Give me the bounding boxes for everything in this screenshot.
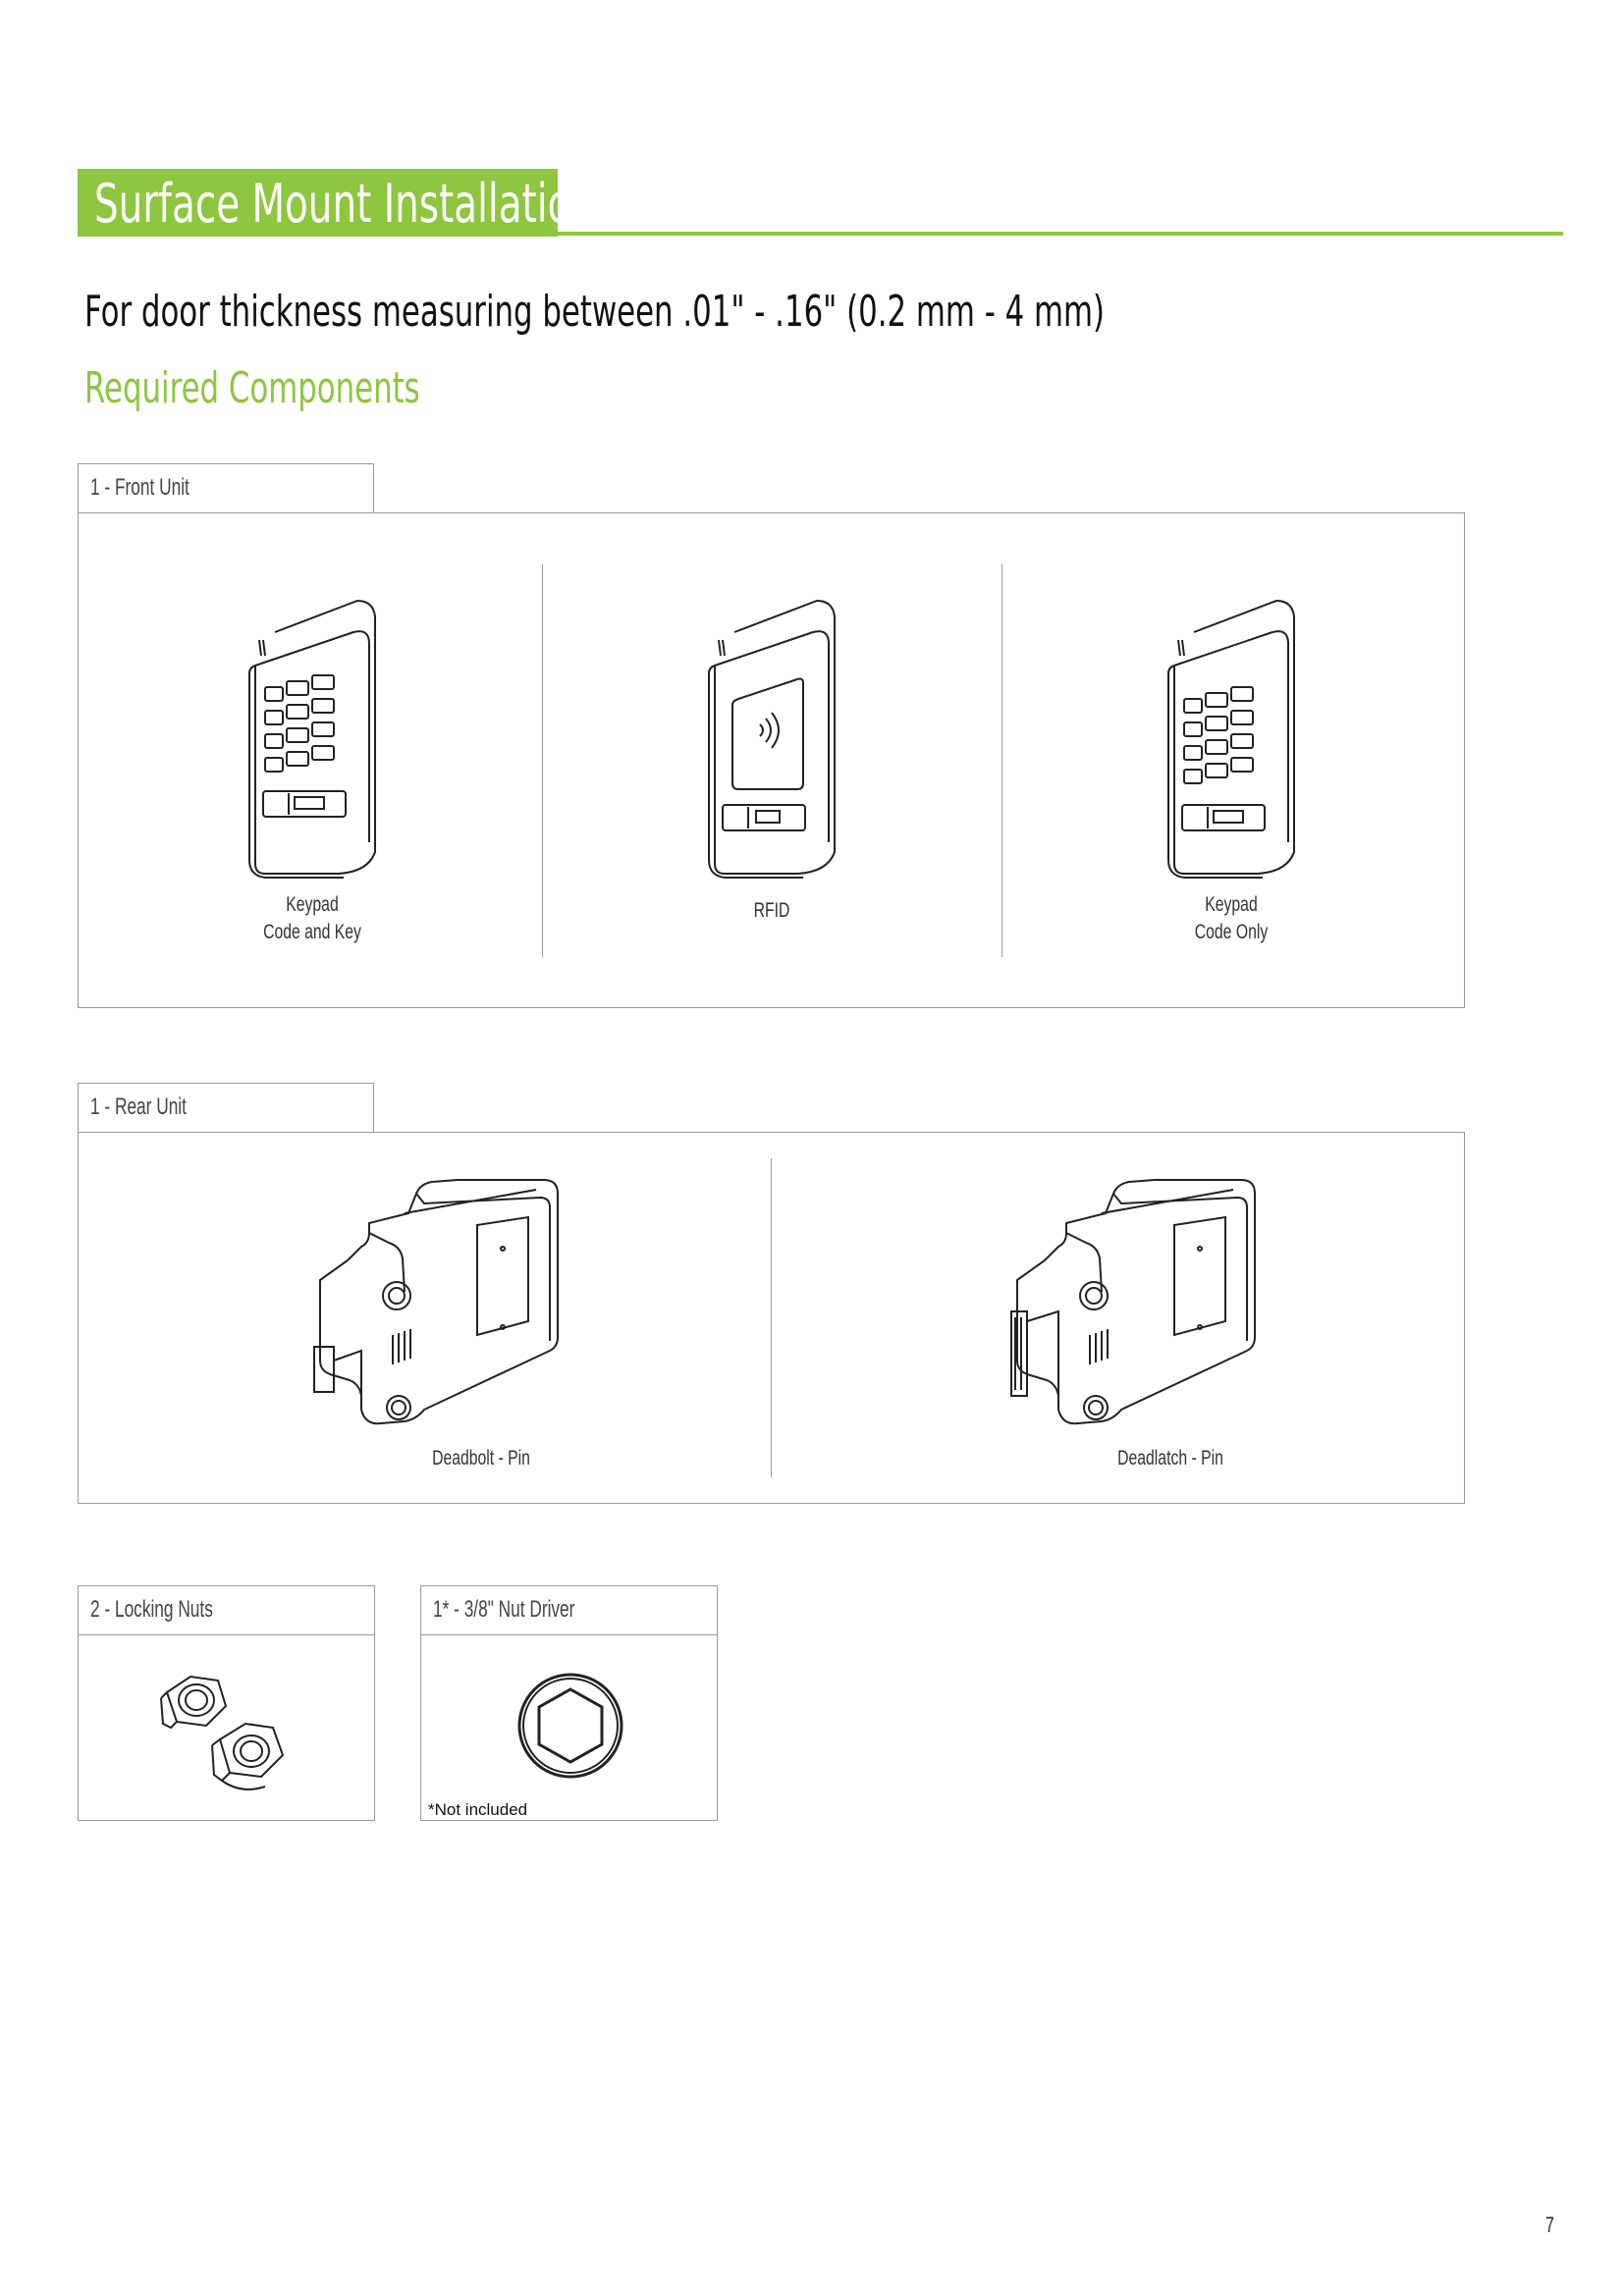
page-number: 7 <box>1545 2213 1554 2237</box>
deadbolt-lock-body-illustration <box>313 1179 559 1425</box>
front-unit-label: 1 - Front Unit <box>90 474 189 501</box>
hex-nut-illustration <box>160 1675 285 1790</box>
section-title: Surface Mount Installation <box>94 173 596 235</box>
front-unit-divider-2 <box>1001 564 1002 957</box>
nut-driver-panel <box>420 1634 718 1821</box>
rear-item-1-caption: Deadbolt - Pin <box>432 1445 530 1472</box>
front-item-3-caption: Keypad Code Only <box>1195 891 1268 946</box>
keypad-code-and-key-illustration <box>248 599 376 879</box>
front-item-1-line1: Keypad <box>286 893 339 916</box>
hex-socket-illustration <box>517 1673 623 1779</box>
front-item-3-line1: Keypad <box>1205 893 1258 916</box>
locking-nuts-label: 2 - Locking Nuts <box>90 1596 213 1623</box>
locking-nuts-panel <box>78 1634 375 1821</box>
rear-unit-tab: 1 - Rear Unit <box>78 1083 374 1134</box>
rear-item-2-line1: Deadlatch - Pin <box>1117 1447 1223 1469</box>
rear-item-1-line1: Deadbolt - Pin <box>432 1447 530 1469</box>
rfid-reader-illustration <box>708 599 836 879</box>
keypad-code-only-illustration <box>1167 599 1295 879</box>
front-item-3-line2: Code Only <box>1194 921 1269 943</box>
section-header-rule <box>558 232 1563 236</box>
required-components-heading: Required Components <box>84 363 420 413</box>
nut-driver-label: 1* - 3/8" Nut Driver <box>433 1596 575 1623</box>
locking-nuts-tab: 2 - Locking Nuts <box>78 1585 375 1636</box>
front-item-1-caption: Keypad Code and Key <box>263 891 361 946</box>
section-header-band <box>78 169 558 237</box>
nut-driver-tab: 1* - 3/8" Nut Driver <box>420 1585 718 1636</box>
door-thickness-subtitle: For door thickness measuring between .01… <box>84 287 1106 337</box>
not-included-note: *Not included <box>428 1800 528 1819</box>
rear-unit-divider <box>771 1158 772 1477</box>
front-item-2-line1: RFID <box>753 899 790 922</box>
rear-unit-label: 1 - Rear Unit <box>90 1094 187 1120</box>
front-unit-divider-1 <box>542 564 543 957</box>
deadlatch-lock-body-illustration <box>1010 1179 1256 1425</box>
rear-item-2-caption: Deadlatch - Pin <box>1117 1445 1223 1472</box>
front-item-2-caption: RFID <box>754 897 790 925</box>
front-unit-tab: 1 - Front Unit <box>78 463 374 514</box>
front-item-1-line2: Code and Key <box>263 921 361 943</box>
